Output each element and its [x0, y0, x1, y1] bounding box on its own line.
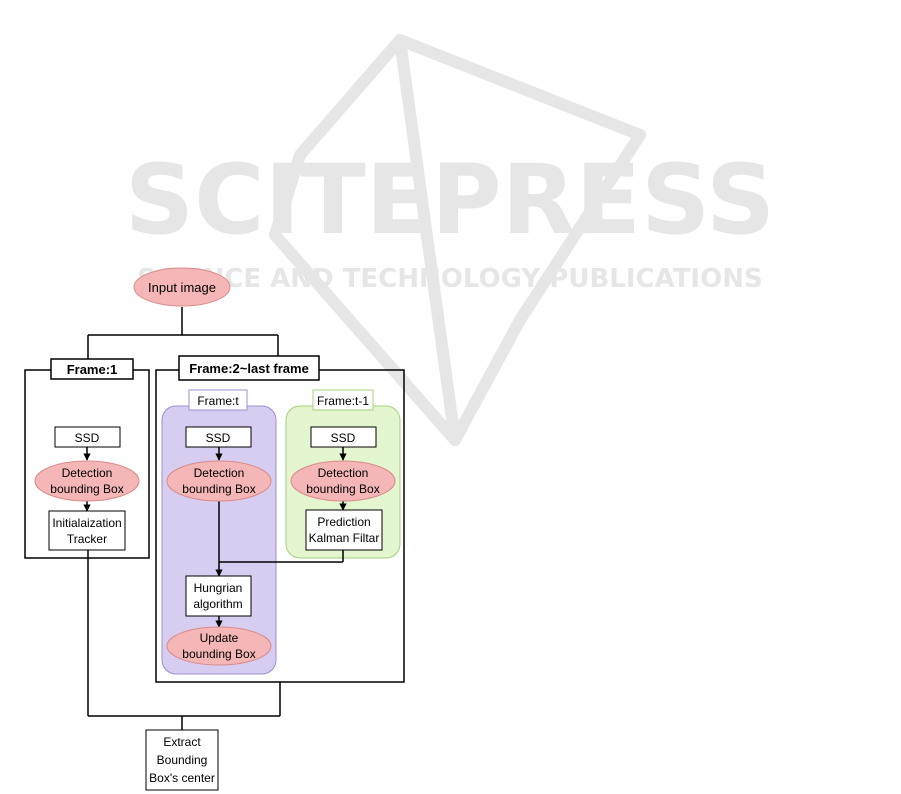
update-bounding-box-node: Update bounding Box: [166, 626, 272, 666]
extract-center-node: Extract Bounding Box's center: [145, 729, 219, 791]
hungarian-algorithm-node: Hungrian algorithm: [185, 575, 252, 617]
frame1-init-line1: Initialaization: [52, 516, 121, 530]
frame-t-detection-node: Detection bounding Box: [166, 460, 272, 502]
frame-t-detection-line2: bounding Box: [182, 482, 255, 496]
hungarian-line2: algorithm: [193, 597, 242, 611]
frame1-detection-line2: bounding Box: [50, 482, 123, 496]
frame-t-ssd-label: SSD: [206, 431, 231, 445]
frame1-init-tracker-node: Initialaization Tracker: [48, 510, 126, 551]
update-line2: bounding Box: [182, 647, 255, 661]
frame-t-ssd-node: SSD: [185, 426, 252, 448]
frame-t1-ssd-node: SSD: [310, 426, 377, 448]
frame2-header-label: Frame:2~last frame: [189, 361, 309, 376]
connectors: [83, 307, 347, 730]
frame-t1-detection-line1: Detection: [318, 466, 369, 480]
watermark-title: SCITEPRESS: [125, 144, 775, 256]
frame-t1-ssd-label: SSD: [331, 431, 356, 445]
frame1-header: Frame:1: [50, 358, 134, 380]
frame-t-detection-line1: Detection: [194, 466, 245, 480]
frame1-ssd-label: SSD: [75, 431, 100, 445]
watermark-subtitle: SCIENCE AND TECHNOLOGY PUBLICATIONS: [137, 264, 762, 294]
frame-t1-label: Frame:t-1: [317, 394, 369, 408]
kalman-line1: Prediction: [317, 515, 370, 529]
extract-line1: Extract: [163, 735, 201, 749]
frame-t-label: Frame:t: [197, 394, 239, 408]
frame1-detection-node: Detection bounding Box: [34, 460, 140, 502]
frame1-ssd-node: SSD: [54, 426, 121, 448]
frame-t1-detection-line2: bounding Box: [306, 482, 379, 496]
kalman-prediction-node: Prediction Kalman Filtar: [305, 509, 383, 551]
extract-line2: Bounding: [157, 753, 208, 767]
frame1-header-label: Frame:1: [67, 362, 118, 377]
extract-line3: Box's center: [149, 771, 215, 785]
update-line1: Update: [200, 631, 239, 645]
watermark: SCITEPRESS SCIENCE AND TECHNOLOGY PUBLIC…: [125, 34, 775, 446]
input-image-label: Input image: [148, 280, 216, 295]
frame2-header: Frame:2~last frame: [178, 355, 320, 381]
frame-t1-label-box: Frame:t-1: [312, 389, 374, 411]
input-image-node: Input image: [133, 267, 231, 307]
frame-t-label-box: Frame:t: [188, 389, 248, 411]
frame-t1-detection-node: Detection bounding Box: [290, 460, 396, 502]
kalman-line2: Kalman Filtar: [309, 531, 380, 545]
hungarian-line1: Hungrian: [194, 581, 243, 595]
watermark-logo-shape: [269, 34, 646, 446]
frame1-detection-line1: Detection: [62, 466, 113, 480]
frame1-init-line2: Tracker: [67, 532, 107, 546]
